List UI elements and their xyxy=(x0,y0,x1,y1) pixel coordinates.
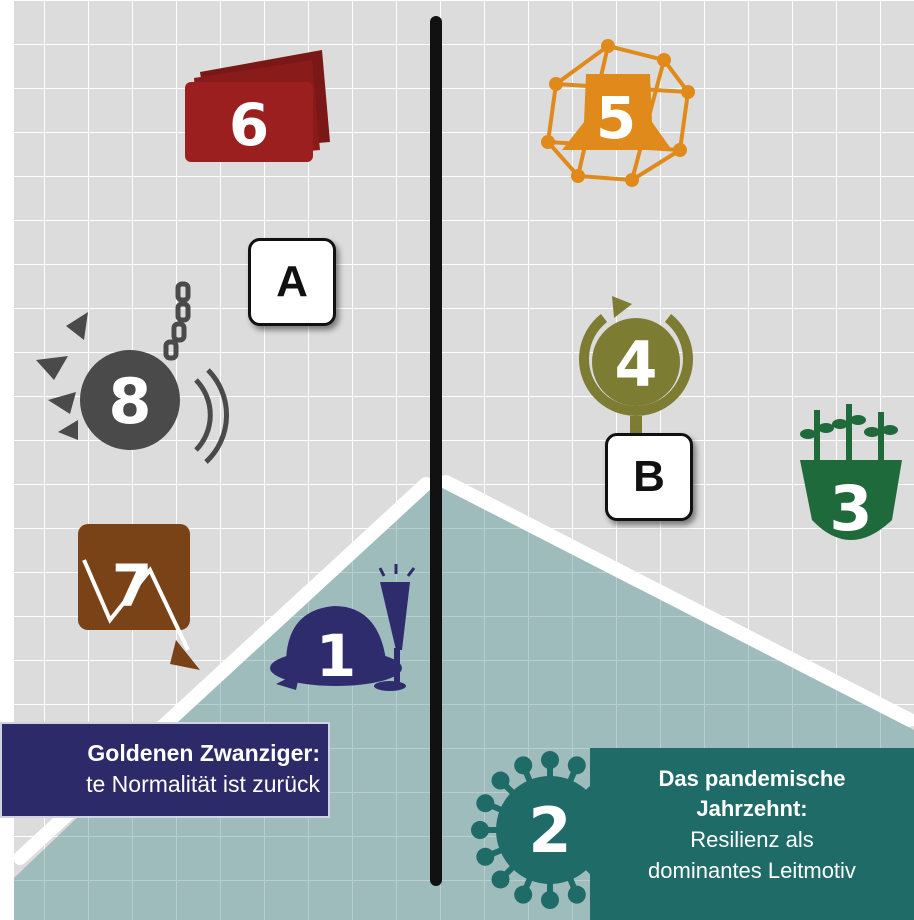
marker-1-number: 1 xyxy=(316,622,356,690)
virus-spike-tip xyxy=(476,794,495,813)
marker-8-number: 8 xyxy=(108,365,151,438)
virus-spike-tip xyxy=(567,756,586,775)
globe-icon: 4 xyxy=(579,296,693,434)
scenario-2-title-line2: Jahrzehnt: xyxy=(696,796,808,821)
box-b: B xyxy=(605,433,693,521)
scenario-2-title-line1: Das pandemische xyxy=(658,766,846,791)
marker-3-number: 3 xyxy=(829,472,872,545)
scenario-2-label: Das pandemische Jahrzehnt: Resilienz als… xyxy=(590,748,914,920)
party-hat-icon: 1 xyxy=(270,564,416,691)
marker-5-number: 5 xyxy=(596,84,636,152)
virus-spike-tip xyxy=(567,885,586,904)
box-a: A xyxy=(248,238,336,326)
book-icon: 6 xyxy=(185,50,330,162)
marker-6-number: 6 xyxy=(229,91,269,159)
virus-spike-tip xyxy=(541,891,559,909)
virus-spike-tip xyxy=(491,771,510,790)
scenario-2-text-line2: dominantes Leitmotiv xyxy=(648,858,856,883)
falling-arrow-icon: 7 xyxy=(78,524,200,670)
marker-4-number: 4 xyxy=(614,328,657,401)
virus-body xyxy=(496,776,604,884)
virus-spike-tip xyxy=(541,751,559,769)
boundary-right xyxy=(439,475,914,727)
scenario-2-text-line1: Resilienz als xyxy=(690,827,814,852)
scenario-1-title: Goldenen Zwanziger: xyxy=(87,740,320,766)
virus-spike-tip xyxy=(491,870,510,889)
virus-spike-tip xyxy=(514,756,533,775)
virus-spike-tip xyxy=(514,885,533,904)
virus-spike-tip xyxy=(476,847,495,866)
scenario-1-text: te Normalität ist zurück xyxy=(86,771,320,797)
scenario-1-label: Goldenen Zwanziger: te Normalität ist zu… xyxy=(0,722,330,818)
plant-pot-icon: 3 xyxy=(800,404,902,545)
marker-7-number: 7 xyxy=(112,552,152,620)
marker-2-number: 2 xyxy=(528,794,571,867)
network-bell-icon: 5 xyxy=(541,39,695,187)
wrecking-ball-icon: 8 xyxy=(36,281,230,464)
virus-spike-tip xyxy=(471,821,489,839)
